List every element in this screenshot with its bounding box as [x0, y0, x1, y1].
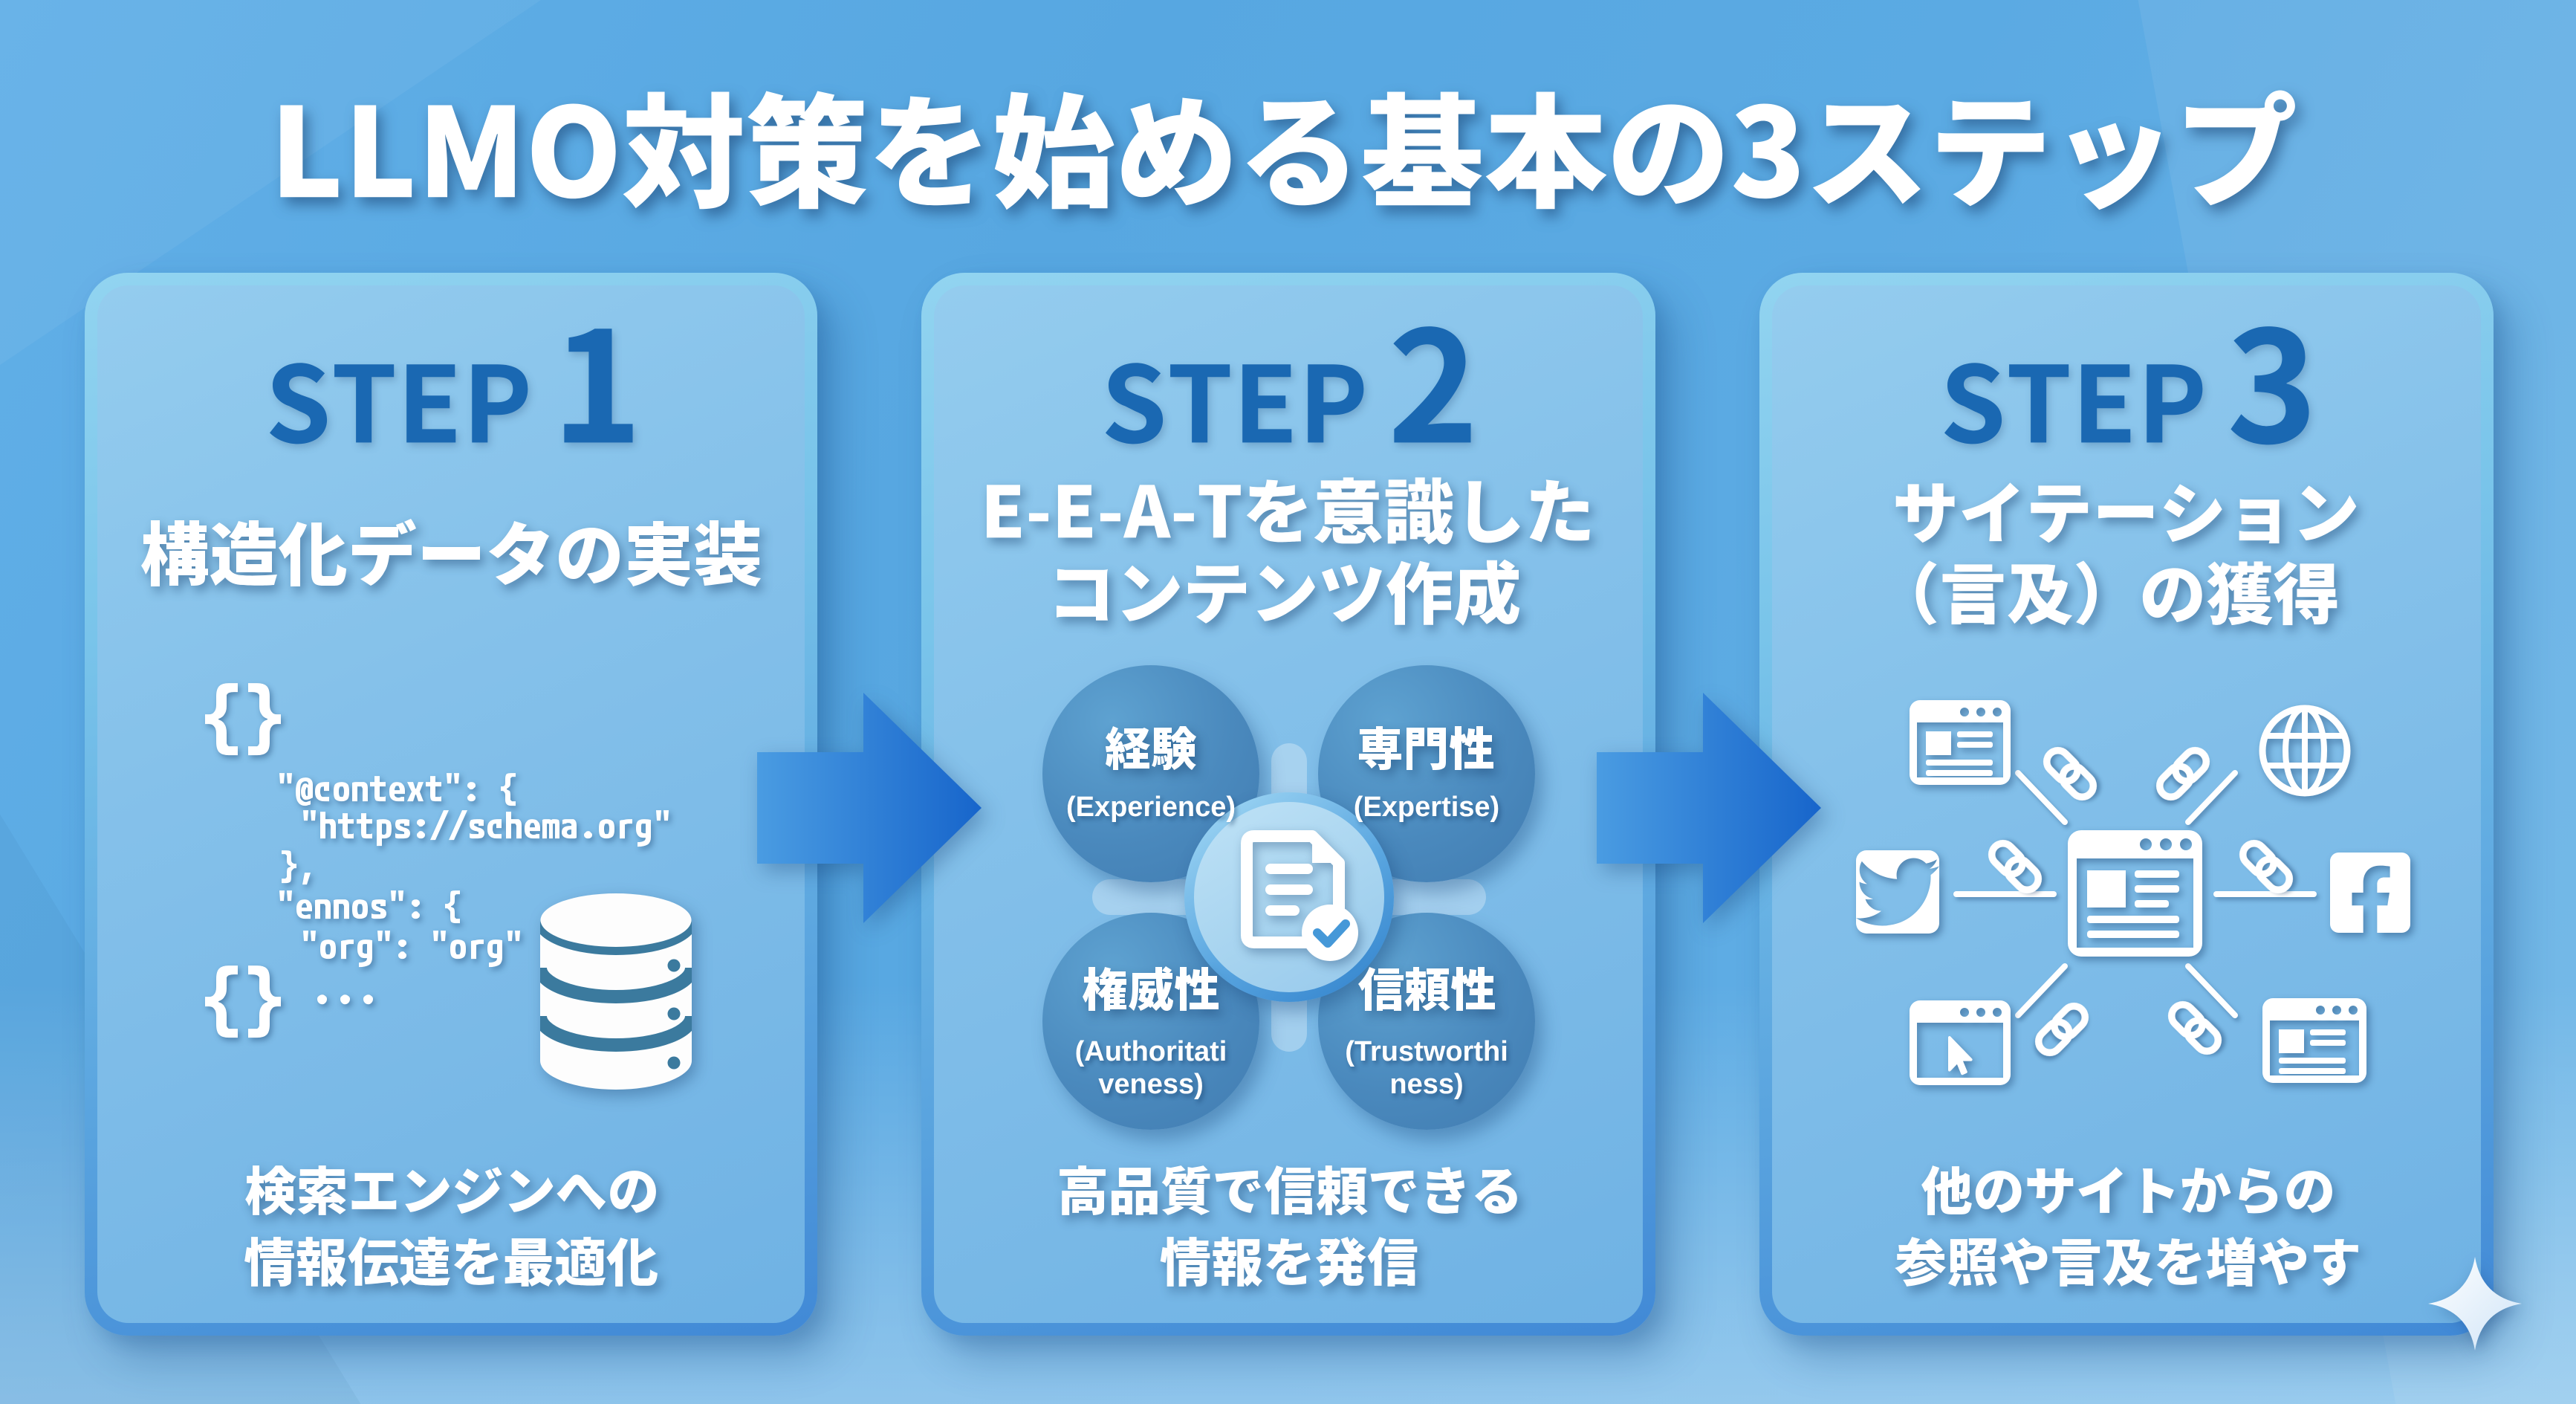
- hidden-text: 専門性: [934, 285, 935, 286]
- code-line-4: [279, 890, 460, 924]
- eeat-label-en-line: veness): [1098, 1069, 1204, 1100]
- hidden-text: 3: [1772, 285, 1773, 286]
- hidden-text: 情報を発信: [934, 285, 935, 286]
- code-line-2: [303, 810, 669, 847]
- step3-card: STEP3サイテーション（言及）の獲得 他のサイトからの参照や言及を増やす: [1759, 273, 2494, 1336]
- step1-heading: [141, 519, 761, 587]
- chain-link-icon: [2034, 1002, 2089, 1057]
- hidden-text: 経験: [934, 285, 935, 286]
- browser-cursor-icon: [1910, 1000, 2011, 1085]
- hidden-text: 高品質で信頼できる: [934, 285, 935, 286]
- code-line-1: [279, 773, 516, 806]
- sparkle-icon: [2428, 1257, 2522, 1350]
- arrow-step1-to-step2: [757, 693, 982, 923]
- eeat-label-jp-0: [1106, 726, 1196, 770]
- code-brace-close: [205, 965, 281, 1038]
- step2-heading-line1: [986, 477, 1590, 545]
- connector-line: [2015, 770, 2068, 825]
- hidden-text: 検索エンジンへの: [97, 285, 98, 286]
- code-brace-open: [205, 683, 281, 756]
- eeat-label-jp-1: [1359, 726, 1493, 770]
- step-heading: [1106, 326, 1471, 444]
- chain-link-icon: [2167, 1000, 2222, 1055]
- connector-line: [2015, 963, 2068, 1018]
- chain-link-icon: [2239, 839, 2294, 894]
- hidden-text: ...: [97, 285, 98, 286]
- eeat-label-en-line: (Authoritati: [1074, 1036, 1227, 1067]
- page-title: [280, 90, 2295, 210]
- citation-network: [1856, 700, 2410, 1085]
- hidden-text: E-E-A-Tを意識した: [934, 285, 935, 286]
- code-line-6: [317, 994, 373, 1005]
- hidden-text: 構造化データの実装: [97, 285, 98, 286]
- article-site-icon: [2262, 998, 2366, 1083]
- hidden-text: 参照や言及を増やす: [1772, 285, 1773, 286]
- arrow-step2-to-step3: [1597, 693, 1821, 923]
- step1-caption-line2: [244, 1237, 658, 1287]
- eeat-label-en-line: (Trustworthi: [1345, 1036, 1508, 1067]
- hidden-text: 1: [97, 285, 98, 286]
- step3-heading-line1: [1895, 482, 2357, 544]
- eeat-label-en-line: (Experience): [1065, 792, 1236, 823]
- hidden-text: 権威性: [934, 285, 935, 286]
- twitter-icon: [1856, 850, 1939, 934]
- hidden-text: "@context": {: [97, 285, 98, 286]
- hidden-text: STEP: [934, 285, 935, 286]
- step3-caption-line1: [1921, 1165, 2332, 1215]
- hidden-text: 2: [934, 285, 935, 286]
- news-site-icon: [1910, 700, 2011, 785]
- step3-heading-line2: [1915, 560, 2337, 626]
- step2-caption-line2: [1160, 1237, 1418, 1287]
- eeat-label-en-line: (Expertise): [1353, 792, 1500, 823]
- step2-caption-line1: [1060, 1165, 1517, 1215]
- hidden-text: {}: [97, 285, 98, 286]
- step2-card: STEP2E-E-A-Tを意識したコンテンツ作成経験専門性権威性信頼性 (Expe…: [921, 273, 1655, 1336]
- step2-heading-line2: [1057, 559, 1519, 626]
- eeat-label-en-0: (Experience): [965, 791, 1337, 824]
- card-surface: [97, 285, 805, 1323]
- hidden-text: 信頼性: [934, 285, 935, 286]
- card-surface: [1772, 285, 2481, 1323]
- eeat-label-jp-2: [1083, 966, 1219, 1011]
- hidden-text: コンテンツ作成: [934, 285, 935, 286]
- globe-icon: [2259, 705, 2351, 797]
- hidden-text: "ennos": {: [97, 285, 98, 286]
- code-line-3: [282, 850, 311, 885]
- hidden-text: STEP: [97, 285, 98, 286]
- webpage-icon: [2068, 830, 2202, 957]
- step1-caption-line1: [245, 1165, 656, 1215]
- hidden-text: "https://schema.org": [97, 285, 98, 286]
- chain-link-icon: [2155, 746, 2210, 801]
- hidden-text: {}: [97, 285, 98, 286]
- database-icon: [540, 893, 692, 1090]
- step-heading: [270, 329, 633, 444]
- connector-line: [2185, 963, 2238, 1018]
- hidden-text: サイテーション: [1772, 285, 1773, 286]
- step-heading: [1944, 326, 2309, 445]
- hidden-text: 他のサイトからの: [1772, 285, 1773, 286]
- document-check-icon: [1241, 830, 1358, 961]
- facebook-icon: [2330, 853, 2410, 933]
- hidden-text: 情報伝達を最適化: [97, 285, 98, 286]
- hidden-text: },: [97, 285, 98, 286]
- code-line-5: [303, 931, 520, 968]
- hidden-text: "org": "org": [97, 285, 98, 286]
- chain-link-icon: [1988, 839, 2043, 894]
- hidden-text: （言及）の獲得: [1772, 285, 1773, 286]
- hidden-text: STEP: [1772, 285, 1773, 286]
- eeat-label-en-1: (Expertise): [1241, 791, 1612, 824]
- step3-caption-line2: [1895, 1237, 2358, 1287]
- chain-link-icon: [2043, 746, 2098, 801]
- eeat-label-en-line: ness): [1389, 1069, 1464, 1100]
- eeat-label-jp-3: [1358, 967, 1495, 1011]
- step1-card: STEP1構造化データの実装{}"@context": {"https://sc…: [85, 273, 817, 1336]
- connector-line: [2185, 770, 2238, 825]
